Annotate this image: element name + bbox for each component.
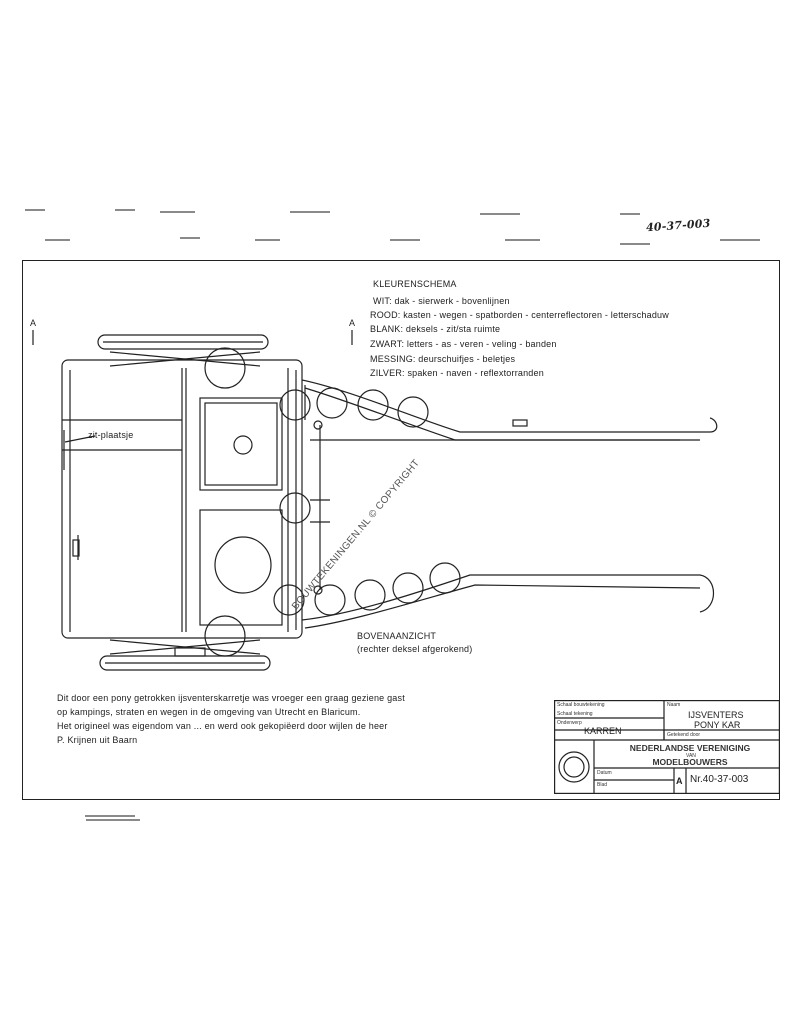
legend-line: ZWART: letters - as - veren - veling - b…	[370, 339, 557, 349]
tb-org-line2: MODELBOUWERS	[652, 757, 728, 767]
tb-label: Schaal bouwtekening	[557, 702, 605, 708]
tb-label: Naam	[667, 702, 681, 708]
tb-title-line1: IJSVENTERS	[688, 710, 744, 720]
wheel-top-left	[97, 334, 269, 350]
tb-title-line2: PONY KAR	[694, 720, 741, 730]
legend-line: ZILVER: spaken - naven - reflextorranden	[370, 368, 544, 378]
tb-size: A	[676, 776, 683, 786]
tb-label: Getekend door	[667, 732, 701, 738]
cart-body-outline	[61, 359, 303, 639]
legend-line: ROOD: kasten - wegen - spatborden - cent…	[370, 310, 669, 320]
hatch-knob	[233, 435, 253, 455]
legend-title: KLEURENSCHEMA	[373, 279, 457, 289]
hatch-circle	[214, 536, 272, 594]
legend-line: WIT: dak - sierwerk - bovenlijnen	[373, 296, 510, 306]
tb-label: Blad	[597, 782, 608, 788]
label-zitplaats: zit-plaatsje	[88, 430, 134, 440]
description-line: op kampings, straten en wegen in de omge…	[57, 707, 361, 717]
description-line: P. Krijnen uit Baarn	[57, 735, 138, 745]
legend-line: MESSING: deurschuifjes - beletjes	[370, 354, 516, 364]
society-seal	[558, 751, 590, 783]
drawing-sheet	[22, 260, 780, 800]
view-title: BOVENAANZICHT	[357, 631, 437, 641]
section-marker-right: A	[349, 318, 356, 328]
description-line: Het origineel was eigendom van ... en we…	[57, 721, 388, 731]
description-line: Dit door een pony getrokken ijsventerska…	[57, 693, 405, 703]
tb-org-line1: NEDERLANDSE VERENIGING	[629, 743, 751, 753]
view-subtitle: (rechter deksel afgerokend)	[357, 644, 473, 654]
tb-category: KARREN	[584, 726, 622, 736]
legend-line: BLANK: deksels - zit/sta ruimte	[370, 324, 501, 334]
section-marker-left: A	[30, 318, 37, 328]
tb-number: Nr.40-37-003	[690, 774, 749, 785]
title-block: Schaal bouwtekening Schaal tekening Onde…	[554, 700, 780, 794]
tb-label: Schaal tekening	[557, 711, 593, 717]
tb-org-small: VAN	[686, 753, 696, 759]
tb-label: Onderwerp	[557, 720, 582, 726]
tb-label: Datum	[597, 770, 612, 776]
